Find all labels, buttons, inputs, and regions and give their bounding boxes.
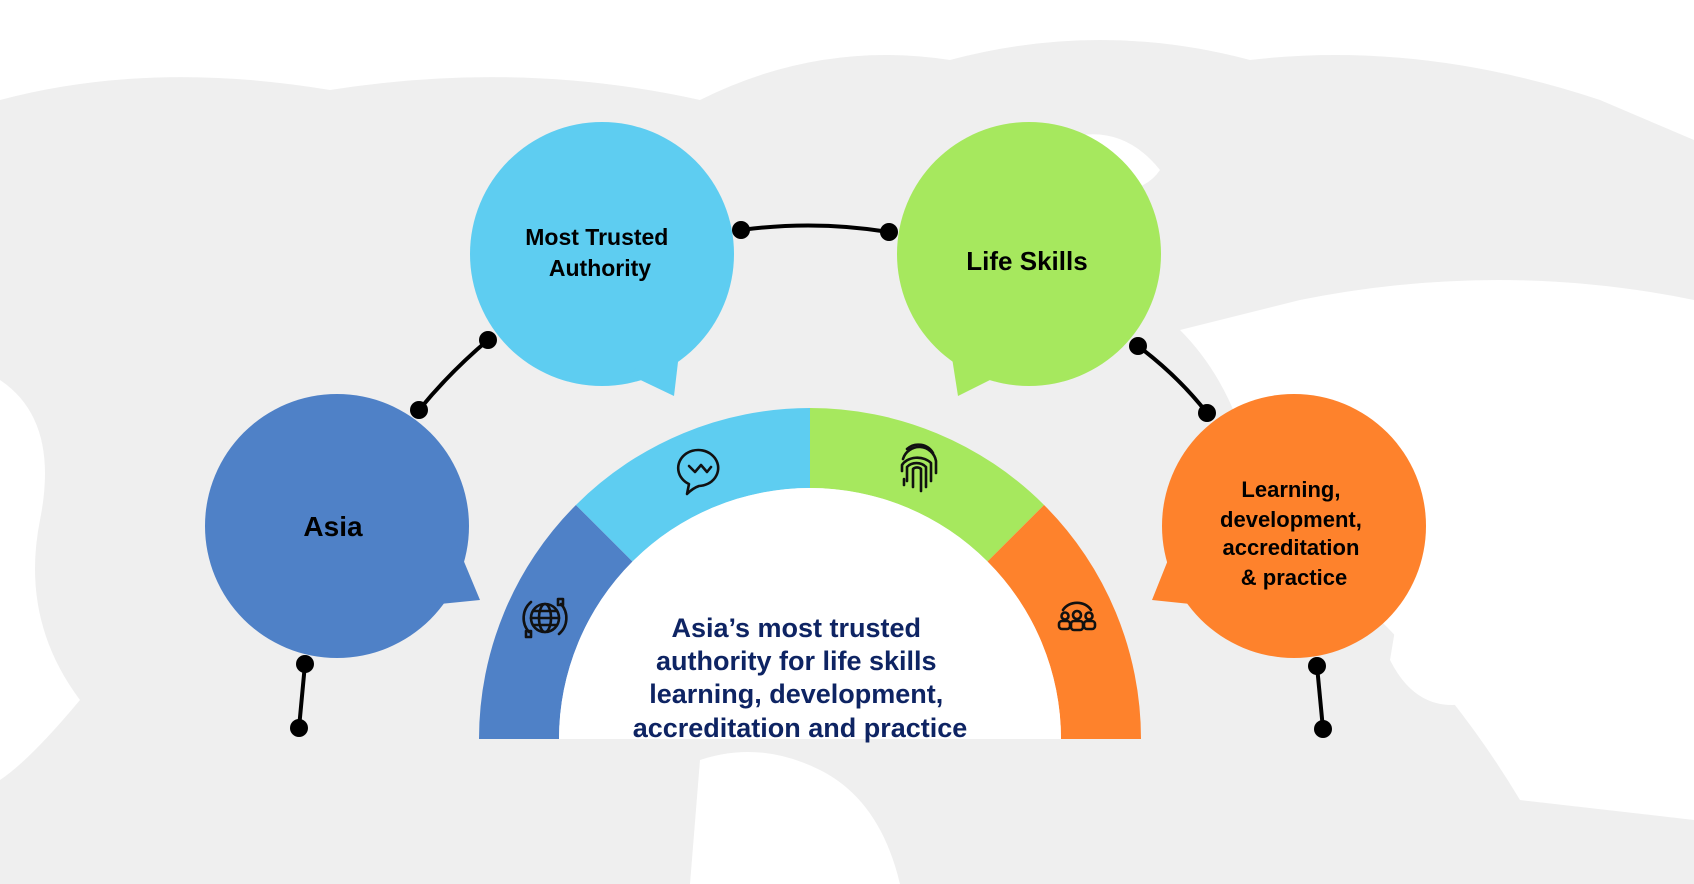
bubble-learning-label-line4: & practice bbox=[1241, 565, 1347, 590]
bubble-life-skills: Life Skills bbox=[897, 122, 1161, 396]
ring-segment-trusted bbox=[575, 408, 810, 562]
svg-text:Life Skills: Life Skills bbox=[966, 246, 1087, 276]
people-group-icon bbox=[1057, 601, 1097, 632]
bubble-trusted-label-line1: Most Trusted bbox=[525, 224, 668, 250]
svg-text:Learning, development,: Learning, development, accreditation & p… bbox=[1220, 477, 1368, 590]
svg-text:Asia: Asia bbox=[303, 511, 363, 542]
connector-dots bbox=[290, 221, 1332, 738]
connector-life-learning bbox=[1136, 344, 1209, 415]
connector-asia-bottom bbox=[297, 663, 307, 729]
ring-segment-asia bbox=[479, 504, 633, 739]
center-statement-line2: authority for life skills bbox=[656, 646, 937, 676]
svg-text:Most Trusted Authority: Most Trusted Authority bbox=[525, 224, 675, 281]
bubble-most-trusted-authority: Most Trusted Authority bbox=[470, 122, 734, 396]
connector-asia-trusted bbox=[417, 338, 490, 412]
center-statement-line1: Asia’s most trusted bbox=[671, 613, 921, 643]
globe-icon bbox=[522, 597, 568, 639]
bubble-learning-label-line3: accreditation bbox=[1222, 535, 1359, 560]
bubble-learning-development: Learning, development, accreditation & p… bbox=[1152, 394, 1426, 658]
connectors bbox=[297, 223, 1325, 730]
bubble-life-label: Life Skills bbox=[966, 246, 1087, 276]
bubble-asia: Asia bbox=[205, 394, 480, 658]
connector-trusted-life bbox=[740, 223, 890, 234]
center-statement-line3: learning, development, bbox=[649, 679, 943, 709]
bubble-learning-label-line1: Learning, bbox=[1241, 477, 1340, 502]
bubble-trusted-label-line2: Authority bbox=[549, 255, 651, 281]
bubble-learning-label-line2: development, bbox=[1220, 507, 1362, 532]
connector-learning-bottom bbox=[1315, 665, 1325, 730]
bubble-asia-label: Asia bbox=[303, 511, 363, 542]
center-statement: Asia’s most trusted authority for life s… bbox=[633, 613, 968, 743]
center-statement-line4: accreditation and practice bbox=[633, 713, 968, 743]
chat-bubble-icon bbox=[676, 448, 720, 496]
fingerprint-icon bbox=[900, 443, 938, 493]
ring-inner-fill bbox=[559, 488, 1061, 739]
